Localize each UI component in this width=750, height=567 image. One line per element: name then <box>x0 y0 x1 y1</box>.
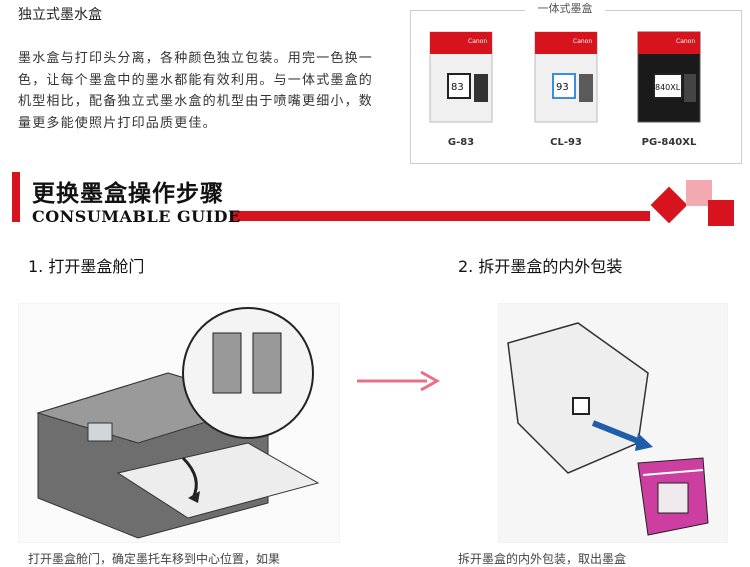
cartridge-unpack-illustration <box>498 303 728 543</box>
svg-text:93: 93 <box>556 82 569 93</box>
cartridge-image-g83: Canon 83 <box>429 31 493 123</box>
intro-description: 墨水盒与打印头分离，各种颜色独立包装。用完一色换一色，让每个墨盒中的墨水都能有效… <box>18 51 374 131</box>
product-caption: 一体式墨盒 <box>525 0 605 16</box>
cartridge-label-cl93: CL-93 <box>550 137 582 148</box>
guide-subtitle: CONSUMABLE GUIDE <box>32 207 241 226</box>
svg-text:Canon: Canon <box>676 38 695 45</box>
arrow-right-icon <box>357 370 440 392</box>
intro-heading: 独立式墨水盒 <box>18 7 102 23</box>
step-1-caption: 打开墨盒舱门，确定墨托车移到中心位置，如果 <box>28 552 281 566</box>
cartridge-label-g83: G-83 <box>447 137 475 148</box>
svg-text:Canon: Canon <box>468 38 487 45</box>
step-2-caption: 拆开墨盒的内外包装，取出墨盒 <box>458 552 627 566</box>
cartridge-label-pg840xl: PG-840XL <box>641 137 697 148</box>
guide-banner-graphic <box>12 172 734 226</box>
guide-title: 更换墨盒操作步骤 <box>32 180 224 207</box>
printer-illustration <box>18 303 340 543</box>
step-2-title: 2. 拆开墨盒的内外包装 <box>458 257 623 276</box>
cartridge-image-cl93: Canon 93 <box>534 31 598 123</box>
svg-text:83: 83 <box>451 82 464 93</box>
svg-text:Canon: Canon <box>573 38 592 45</box>
svg-text:840XL: 840XL <box>655 83 681 92</box>
step-1-title: 1. 打开墨盒舱门 <box>28 257 145 276</box>
cartridge-image-pg840xl: Canon 840XL <box>637 31 701 123</box>
